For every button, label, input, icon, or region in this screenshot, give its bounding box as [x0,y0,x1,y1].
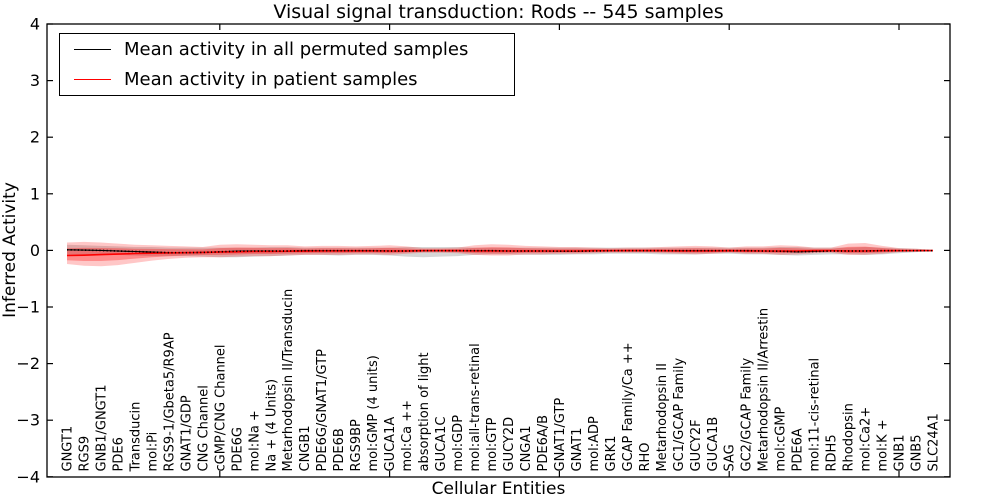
x-category-label: RGS9-1/Gbeta5/R9AP [162,332,177,471]
x-category-label: GNGT1 [61,426,76,472]
x-category-label: CNGB1 [298,425,313,471]
y-tick-label: −2 [16,354,40,373]
x-category-label: mol:GDP [451,415,466,472]
x-category-label: GRK1 [604,436,619,472]
x-category-label: RGS9 [78,436,93,472]
x-category-label: PDE6G/GNAT1/GTP [315,349,330,472]
chart-title: Visual signal transduction: Rods -- 545 … [273,1,724,23]
legend-line-red [74,78,111,80]
x-category-label: Rhodopsin [842,403,857,471]
x-category-label: GUCA1C [434,417,449,472]
x-axis-label: Cellular Entities [431,479,566,499]
y-tick-label: −1 [16,298,40,317]
y-tick-label: 0 [30,241,40,260]
x-category-label: Metarhodopsin II [655,363,670,471]
y-tick-label: −4 [16,467,40,486]
x-category-label: Transducin [128,402,143,473]
x-category-label: Metarhodopsin II/Transducin [281,289,296,472]
permuted-mean-dotted [66,248,933,254]
x-category-label: mol:K + [876,419,891,471]
x-category-label: PDE6G [230,427,245,471]
x-category-label: mol:Ca2+ [859,407,874,472]
x-category-label: mol:GTP [485,417,500,471]
x-category-label: mol:Na + [247,410,262,471]
x-category-label: GC1/GCAP Family [672,358,687,472]
x-category-label: GNB1 [893,435,908,472]
x-category-label: GC2/GCAP Family [740,358,755,472]
legend-label-patient: Mean activity in patient samples [124,68,418,90]
x-category-label: mol:all-trans-retinal [468,343,483,471]
x-category-label: GNB5 [910,435,925,472]
x-category-label: GUCY2F [689,419,704,471]
legend: Mean activity in all permuted samples Me… [59,33,515,96]
x-category-label: GCAP Family/Ca ++ [621,342,636,471]
patient-band-outer [67,241,933,267]
x-category-label: GNB1/GNGT1 [95,385,110,472]
x-category-label: PDE6B [332,428,347,471]
x-category-label: GUCY2D [502,417,517,472]
x-category-label: Metarhodopsin II/Arrestin [757,308,772,472]
x-category-label: GNAT1/GDP [179,395,194,471]
x-category-label: GNAT1/GTP [553,398,568,472]
legend-entry-patient: Mean activity in patient samples [60,65,514,93]
x-category-label: SLC24A1 [927,413,942,471]
x-category-label: CNG Channel [196,385,211,471]
x-category-label: Na + (4 Units) [264,379,279,472]
x-category-label: mol:ADP [587,416,602,472]
y-tick-label: 2 [30,128,40,147]
legend-line-black [74,49,111,51]
x-category-label: absorption of light [417,352,432,471]
x-category-label: GUCA1B [706,417,721,472]
y-tick-label: 1 [30,184,40,203]
x-category-label: RDH5 [825,434,840,471]
y-tick-label: 4 [30,15,40,34]
x-category-label: mol:11-cis-retinal [808,358,823,472]
x-category-label: cGMP/CNG Channel [213,344,228,471]
x-category-label: mol:Pi [145,432,160,472]
y-tick-label: −3 [16,411,40,430]
x-category-label: mol:GMP (4 units) [366,355,381,471]
x-category-label: SAG [723,444,738,471]
x-category-label: PDE6 [111,437,126,471]
x-category-label: PDE6A/B [536,415,551,472]
x-category-label: RGS9BP [349,419,364,472]
x-category-label: GNAT1 [570,428,585,472]
x-category-label: GUCA1A [383,417,398,472]
x-category-label: mol:cGMP [774,406,789,471]
legend-label-permuted: Mean activity in all permuted samples [124,39,469,61]
x-category-label: RHO [638,442,653,471]
x-category-label: mol:Ca ++ [400,400,415,472]
x-category-label: CNGA1 [519,425,534,471]
x-category-label: PDE6A [791,428,806,471]
y-tick-label: 3 [30,71,40,90]
legend-entry-permuted: Mean activity in all permuted samples [60,36,514,64]
y-axis-label: Inferred Activity [0,182,20,318]
